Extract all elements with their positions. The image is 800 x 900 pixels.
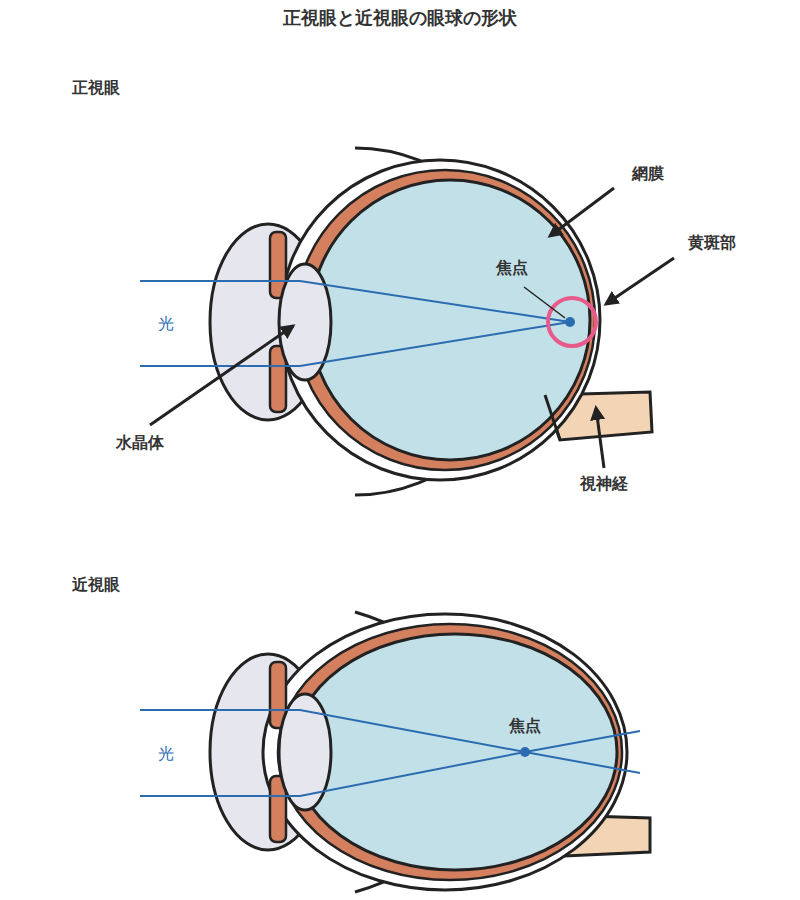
myopic-eye xyxy=(140,612,650,892)
light-label: 光 xyxy=(158,744,174,763)
focus-dot xyxy=(565,317,575,327)
section-heading: 近視眼 xyxy=(72,575,120,594)
part-label: 焦点 xyxy=(509,716,541,735)
leader-line xyxy=(524,287,565,318)
light-ray xyxy=(140,710,640,773)
leader-line xyxy=(150,326,293,425)
choroid xyxy=(278,624,622,880)
leader-line xyxy=(606,258,674,304)
section-heading: 正視眼 xyxy=(72,78,120,97)
part-label: 網膜 xyxy=(632,164,664,183)
macula-highlight xyxy=(548,298,596,346)
part-label: 焦点 xyxy=(496,258,528,277)
part-label: 水晶体 xyxy=(116,433,164,452)
choroid xyxy=(295,170,595,470)
sclera xyxy=(263,614,627,890)
part-label: 黄斑部 xyxy=(688,233,736,252)
normal-eye xyxy=(140,148,674,495)
leader-line xyxy=(550,188,614,236)
light-ray xyxy=(140,731,640,796)
part-label: 視神経 xyxy=(580,474,628,493)
focus-dot xyxy=(520,747,530,757)
light-ray xyxy=(140,322,570,366)
light-label: 光 xyxy=(158,314,174,333)
light-ray xyxy=(140,281,570,322)
diagram-title: 正視眼と近視眼の眼球の形状 xyxy=(283,7,517,29)
leader-line xyxy=(596,408,604,468)
vitreous xyxy=(293,634,617,870)
